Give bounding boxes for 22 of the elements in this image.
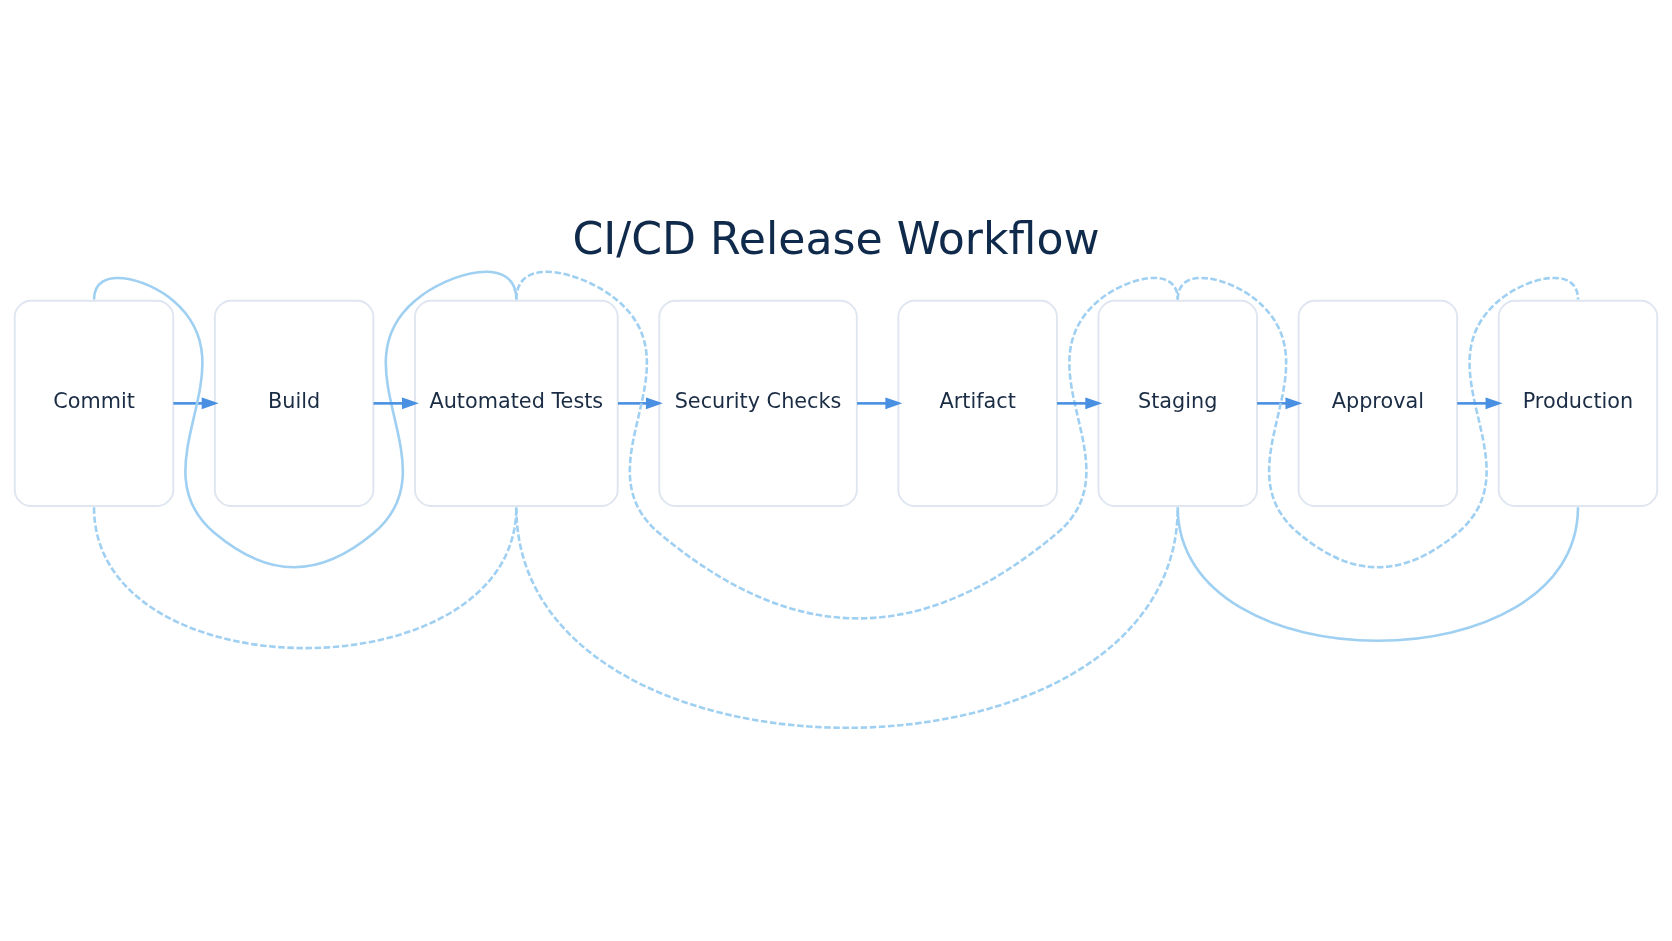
connector bbox=[515, 507, 1180, 729]
node-box: Automated Tests bbox=[414, 299, 619, 507]
connector bbox=[92, 507, 518, 650]
node-box: Commit bbox=[13, 299, 175, 507]
node-box: Artifact bbox=[897, 299, 1058, 507]
arrow bbox=[1457, 397, 1503, 410]
arrow bbox=[1057, 397, 1103, 410]
connector bbox=[92, 270, 518, 569]
node-box: Staging bbox=[1097, 299, 1258, 507]
connector bbox=[1176, 507, 1580, 642]
arrow bbox=[857, 397, 903, 410]
arrow bbox=[373, 397, 419, 410]
node-box: Security Checks bbox=[658, 299, 858, 507]
arrow bbox=[618, 397, 663, 410]
node-box: Build bbox=[213, 299, 375, 507]
arrow bbox=[1257, 397, 1303, 410]
node-box: Approval bbox=[1297, 299, 1459, 507]
diagram-title: CI/CD Release Workflow bbox=[572, 212, 1100, 264]
arrow bbox=[173, 397, 219, 410]
node-box: Production bbox=[1497, 299, 1659, 507]
connector bbox=[1176, 276, 1580, 569]
connector bbox=[515, 270, 1179, 620]
